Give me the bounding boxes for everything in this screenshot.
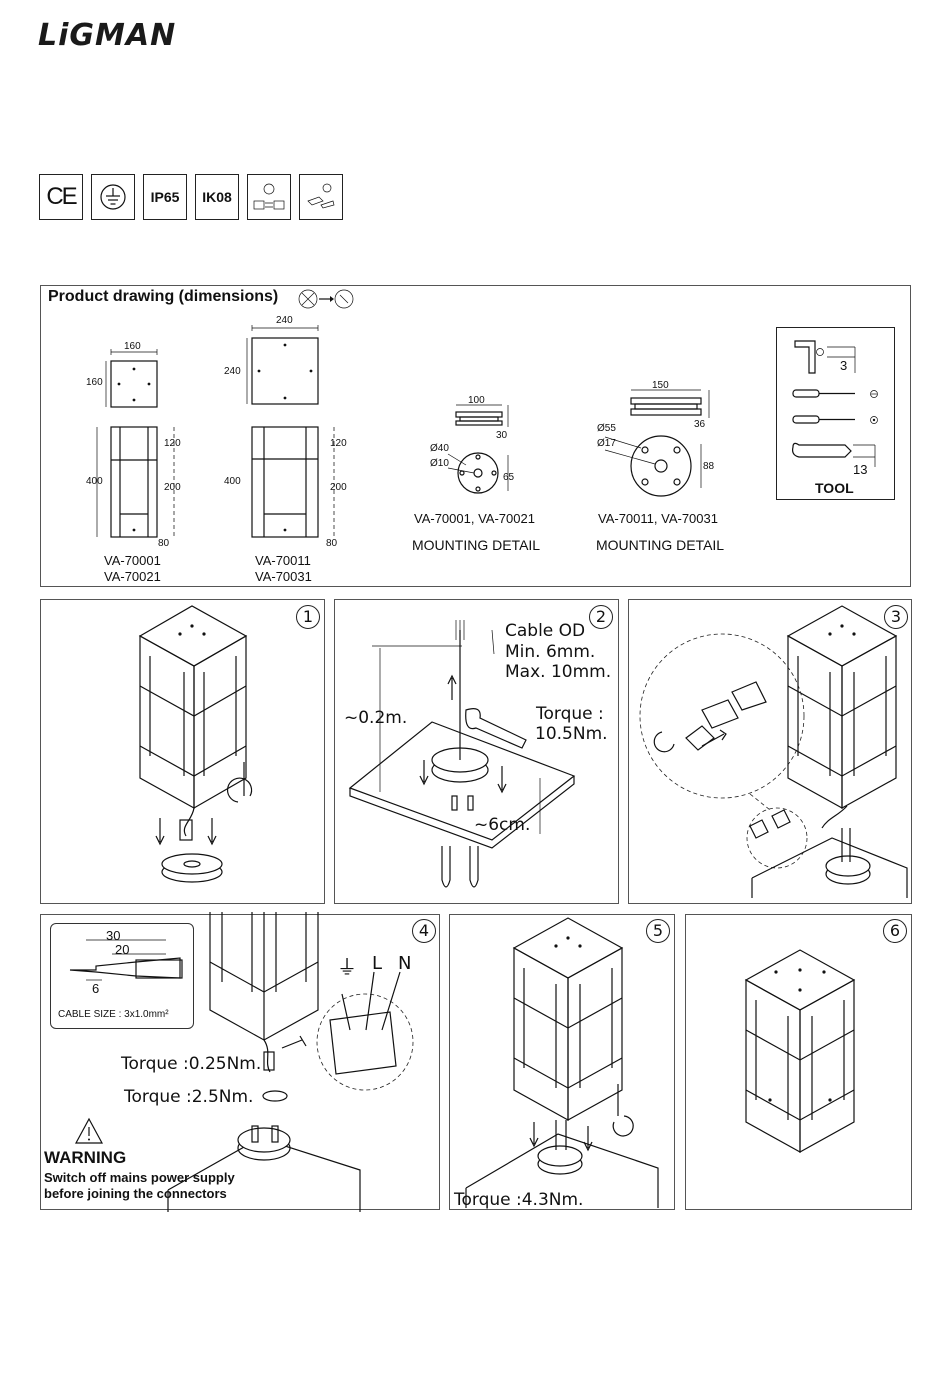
small-model-code-2: VA-70021	[104, 569, 161, 584]
mount-large-models: VA-70011, VA-70031	[598, 511, 718, 526]
brand-logo: LiGMAN	[38, 18, 177, 53]
step-2-torque-label: Torque :	[536, 704, 604, 724]
step-6-panel	[685, 914, 912, 1210]
large-seg-top-dim: 120	[330, 438, 347, 449]
allen-key-size: 3	[840, 358, 848, 373]
step-4-number: 4	[412, 919, 436, 943]
step-1-drawing	[138, 605, 253, 883]
large-seg-bot-dim: 80	[326, 538, 338, 549]
earth-symbol: ⏚	[337, 955, 357, 979]
mount-small-spacing: 65	[503, 472, 515, 483]
connector-icon	[299, 174, 343, 220]
step-2-height-label: ~0.2m.	[344, 708, 408, 728]
small-model-code-1: VA-70001	[104, 553, 161, 568]
small-seg-top-dim: 120	[164, 438, 181, 449]
mount-small-width: 100	[468, 395, 485, 406]
mount-large-spacing: 88	[703, 461, 715, 472]
large-model-code-2: VA-70031	[255, 569, 312, 584]
install-info-icon	[298, 289, 354, 309]
neutral-label: N	[398, 953, 412, 974]
mount-small-outer: Ø40	[430, 443, 449, 454]
wrench-icon	[792, 442, 852, 458]
large-width-dim: 240	[276, 315, 293, 326]
warning-title: WARNING	[44, 1148, 127, 1167]
warning-line-1: Switch off mains power supply	[44, 1170, 235, 1185]
flat-screwdriver-icon	[792, 389, 820, 398]
step-2-number: 2	[589, 605, 613, 629]
mount-small-models: VA-70001, VA-70021	[414, 511, 535, 526]
mount-large-width: 150	[652, 380, 669, 391]
ip65-icon: IP65	[143, 174, 187, 220]
step-2-torque-value: 10.5Nm.	[535, 724, 608, 744]
warning-line-2: before joining the connectors	[44, 1186, 227, 1201]
step-3-number: 3	[884, 605, 908, 629]
step-4-drawing	[167, 912, 414, 1212]
wrench-size: 13	[853, 462, 868, 477]
ik08-icon: IK08	[195, 174, 239, 220]
allen-key-icon	[794, 340, 816, 374]
warning-icon	[74, 1117, 104, 1144]
step-6-drawing	[744, 949, 856, 1154]
large-height-dim: 400	[224, 476, 241, 487]
step-5-drawing	[465, 917, 659, 1208]
small-height-dim: 400	[86, 476, 103, 487]
small-model-drawing	[96, 349, 175, 538]
mount-large-caption: MOUNTING DETAIL	[596, 537, 725, 553]
tool-drawing	[792, 340, 878, 467]
cable-od-min: Min. 6mm.	[505, 642, 596, 662]
mount-small-inner: Ø10	[430, 458, 449, 469]
step-4-torque-1: Torque :0.25Nm.	[121, 1054, 262, 1074]
large-model-code-1: VA-70011	[255, 553, 311, 568]
tool-label: TOOL	[815, 480, 854, 496]
step-3-drawing	[639, 605, 908, 898]
product-drawing-panel	[40, 285, 911, 587]
small-seg-mid-dim: 200	[164, 482, 181, 493]
ce-mark-icon: CE	[39, 174, 83, 220]
large-seg-mid-dim: 200	[330, 482, 347, 493]
cable-size-label: CABLE SIZE : 3x1.0mm²	[58, 1009, 169, 1020]
large-depth-dim: 240	[224, 366, 241, 377]
mount-large-outer: Ø55	[597, 423, 616, 434]
power-supply-icon	[247, 174, 291, 220]
tool-box	[776, 327, 895, 500]
step-2-depth-label: ~6cm.	[474, 815, 531, 835]
mount-small-caption: MOUNTING DETAIL	[412, 537, 541, 553]
mount-small-height: 30	[496, 430, 508, 441]
step-5-number: 5	[646, 919, 670, 943]
small-seg-bot-dim: 80	[158, 538, 170, 549]
step-4-torque-2: Torque :2.5Nm.	[124, 1087, 254, 1107]
mount-large-inner: Ø17	[597, 438, 616, 449]
cable-strip-drawing	[69, 939, 183, 981]
strip-6: 6	[92, 981, 100, 996]
mount-large-height: 36	[694, 419, 706, 430]
strip-20: 20	[115, 942, 130, 957]
small-width-dim: 160	[124, 341, 141, 352]
cable-od-max: Max. 10mm.	[505, 662, 612, 682]
step-2-drawing	[348, 620, 576, 888]
step-1-panel	[40, 599, 325, 904]
mount-large-drawing	[604, 389, 710, 497]
small-depth-dim: 160	[86, 377, 103, 388]
ground-protection-icon	[91, 174, 135, 220]
large-model-drawing	[246, 325, 335, 538]
phillips-screwdriver-icon	[792, 415, 820, 424]
step-5-torque: Torque :4.3Nm.	[454, 1190, 584, 1210]
cable-strip-box	[50, 923, 194, 1029]
step-4-panel	[40, 914, 440, 1210]
mount-small-drawing	[447, 404, 509, 494]
live-label: L	[372, 953, 383, 974]
strip-30: 30	[106, 928, 121, 943]
product-drawing-title: Product drawing (dimensions)	[48, 288, 279, 305]
step-6-number: 6	[883, 919, 907, 943]
step-1-number: 1	[296, 605, 320, 629]
cable-od-label: Cable OD	[505, 621, 586, 641]
